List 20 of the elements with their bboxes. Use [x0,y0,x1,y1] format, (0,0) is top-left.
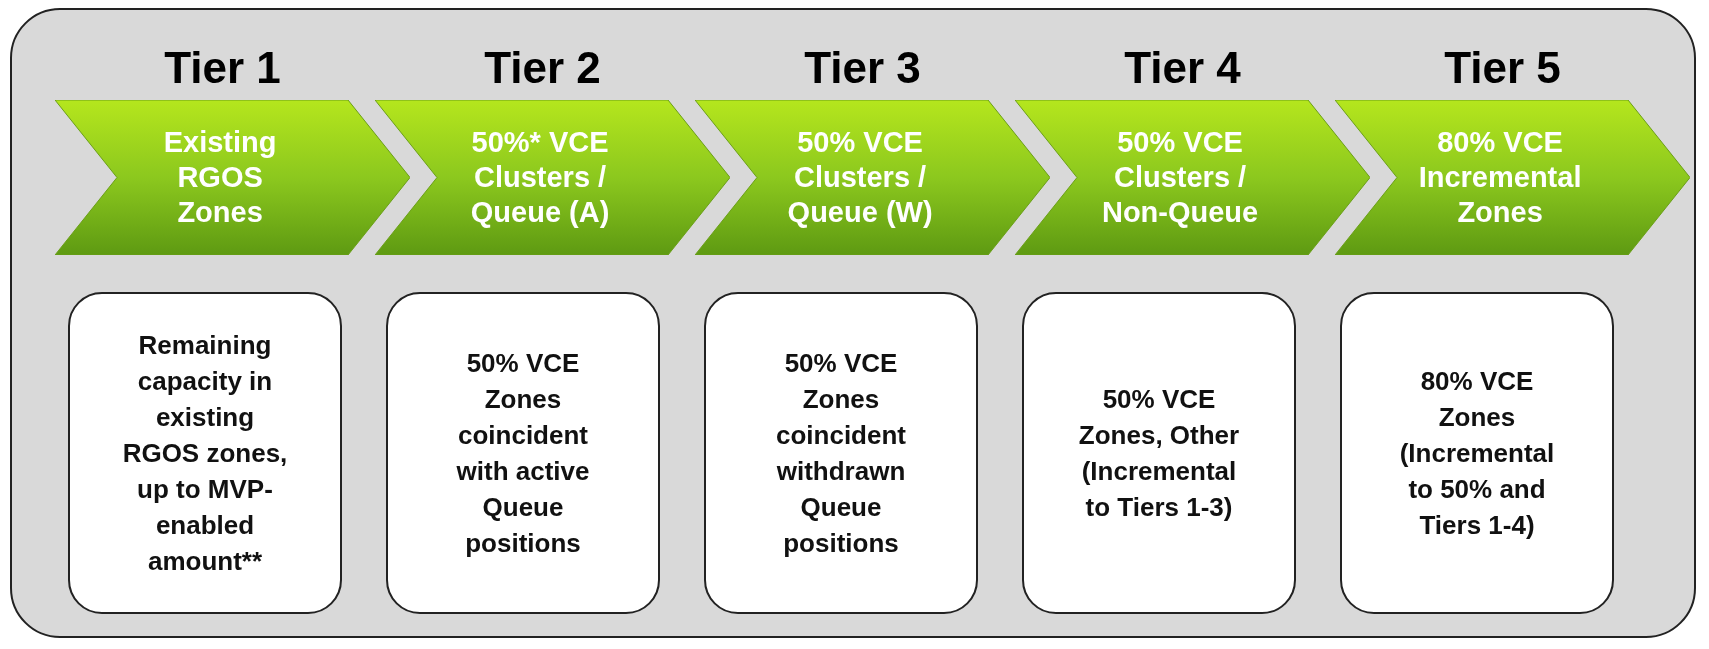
tier-heading: Tier 2 [483,42,602,94]
description-box [386,292,660,614]
tier-title: 50% VCE Clusters / Queue (W) [786,125,934,230]
tier-heading: Tier 1 [163,42,282,94]
description-text: 50% VCE Zones coincident withdrawn Queue positions [775,347,907,560]
tier-title: Existing RGOS Zones [162,125,278,230]
description-text: 50% VCE Zones coincident with active Queue positions [455,347,591,560]
tier-heading: Tier 3 [803,42,922,94]
description-box [1340,292,1614,614]
tier-heading: Tier 4 [1123,42,1242,94]
tier-heading: Tier 5 [1443,42,1562,94]
description-text: Remaining capacity in existing RGOS zones, up to MVP-enabled amount** [121,329,289,578]
tier-title: 50%* VCE Clusters / Queue (A) [469,125,611,230]
description-box [68,292,342,614]
tier-title: 80% VCE Incremental Zones [1417,125,1583,230]
description-box [1022,292,1296,614]
description-text: 80% VCE Zones (Incremental to 50% and Tiers 1-4) [1398,365,1556,542]
tier-title: 50% VCE Clusters / Non-Queue [1100,125,1260,230]
description-text: 50% VCE Zones, Other (Incremental to Tiers 1-3) [1077,383,1241,524]
description-box [704,292,978,614]
